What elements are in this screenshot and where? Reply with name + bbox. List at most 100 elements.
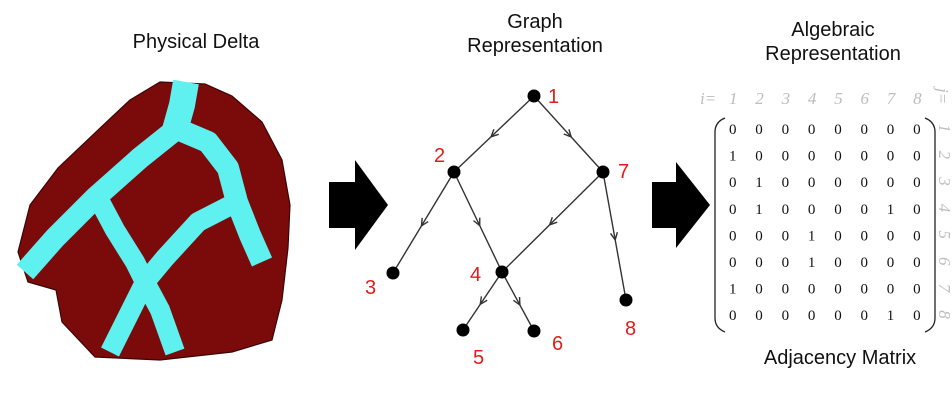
channel-right-branch bbox=[170, 117, 273, 267]
column-index: 2 bbox=[755, 89, 764, 108]
matrix-cell: 0 bbox=[861, 175, 869, 191]
matrix-cell: 1 bbox=[808, 255, 816, 271]
matrix-cell: 0 bbox=[861, 149, 869, 165]
matrix-cell: 0 bbox=[861, 308, 869, 324]
matrix-cell: 0 bbox=[861, 282, 869, 298]
matrix-cell: 0 bbox=[808, 202, 816, 218]
matrix-cell: 0 bbox=[729, 228, 737, 244]
node-label-1: 1 bbox=[548, 86, 559, 108]
matrix-cell: 0 bbox=[834, 202, 842, 218]
matrix-cell: 0 bbox=[913, 255, 921, 271]
graph-edge-arrowhead bbox=[489, 129, 499, 138]
matrix-cell: 0 bbox=[729, 122, 737, 138]
graph-node-5 bbox=[456, 323, 470, 337]
matrix-cell: 0 bbox=[887, 255, 895, 271]
column-index: 1 bbox=[729, 89, 738, 108]
matrix-cell: 1 bbox=[808, 228, 816, 244]
matrix-cell: 0 bbox=[887, 282, 895, 298]
node-label-5: 5 bbox=[473, 347, 484, 369]
graph-edge-7-4 bbox=[501, 171, 604, 273]
graph-edge-4-6 bbox=[501, 271, 535, 332]
graph-edge-arrowhead bbox=[609, 232, 619, 242]
row-index: 7 bbox=[935, 284, 952, 294]
matrix-cell: 0 bbox=[782, 202, 790, 218]
graph-edge-2-4 bbox=[453, 171, 503, 273]
graph-edge-4-5 bbox=[462, 271, 503, 331]
matrix-cell: 0 bbox=[808, 282, 816, 298]
matrix-cell: 0 bbox=[782, 228, 790, 244]
graph-edge-arrowhead bbox=[420, 217, 429, 228]
column-index-prefix: i= bbox=[700, 89, 716, 108]
matrix-cell: 0 bbox=[755, 255, 763, 271]
row-index: 4 bbox=[935, 204, 952, 213]
matrix-cell: 0 bbox=[808, 149, 816, 165]
algebraic-title-line1: Algebraic bbox=[791, 19, 875, 41]
matrix-cell: 0 bbox=[887, 228, 895, 244]
graph-edges bbox=[392, 95, 627, 332]
matrix-cell: 0 bbox=[729, 255, 737, 271]
matrix-cell: 0 bbox=[729, 308, 737, 324]
matrix-brackets bbox=[714, 117, 936, 333]
matrix-cell: 0 bbox=[913, 149, 921, 165]
graph-node-1 bbox=[527, 89, 541, 103]
matrix-cell: 0 bbox=[729, 202, 737, 218]
matrix-cell: 1 bbox=[729, 149, 737, 165]
row-index: 6 bbox=[935, 257, 952, 266]
matrix-cell: 0 bbox=[913, 228, 921, 244]
channel-main-stem bbox=[162, 79, 199, 134]
channel-upper-cross bbox=[137, 193, 242, 289]
matrix-cell: 0 bbox=[887, 149, 895, 165]
matrix-cell: 0 bbox=[913, 202, 921, 218]
matrix-cell: 1 bbox=[755, 202, 763, 218]
graph-edge-arrowhead bbox=[513, 296, 521, 307]
algebraic-title-line2: Representation bbox=[765, 43, 901, 65]
matrix-cell: 1 bbox=[755, 175, 763, 191]
matrix-cell: 0 bbox=[887, 122, 895, 138]
column-index: 3 bbox=[781, 89, 791, 108]
node-label-6: 6 bbox=[552, 333, 563, 355]
matrix-cells: 0 0 0 0 0 0 0 0 1 0 0 0 0 0 0 0 0 1 0 0 0 0 0 0 0 1 0 0 0 0 1 0 0 0 0 1 0 0 0 0… bbox=[729, 122, 921, 324]
matrix-cell: 0 bbox=[834, 282, 842, 298]
left-bracket bbox=[714, 117, 726, 333]
matrix-cell: 0 bbox=[782, 308, 790, 324]
matrix-cell: 1 bbox=[887, 202, 895, 218]
graph-edge-1-7 bbox=[533, 95, 604, 173]
matrix-cell: 1 bbox=[887, 308, 895, 324]
matrix-cell: 0 bbox=[913, 122, 921, 138]
matrix-cell: 0 bbox=[834, 255, 842, 271]
matrix-cell: 0 bbox=[887, 175, 895, 191]
matrix-cell: 0 bbox=[861, 202, 869, 218]
column-index-header: i= bbox=[700, 89, 716, 108]
graph-nodes bbox=[386, 89, 633, 338]
graph-node-7 bbox=[596, 165, 610, 179]
matrix-cell: 0 bbox=[782, 149, 790, 165]
graph-edge-7-8 bbox=[602, 171, 627, 301]
adjacency-matrix-caption: Adjacency Matrix bbox=[763, 347, 917, 369]
graph-title-line2: Representation bbox=[467, 35, 603, 57]
matrix-cell: 0 bbox=[755, 308, 763, 324]
graph-node-8 bbox=[619, 293, 633, 307]
matrix-cell: 0 bbox=[834, 175, 842, 191]
matrix-cell: 0 bbox=[782, 122, 790, 138]
matrix-cell: 0 bbox=[913, 308, 921, 324]
matrix-cell: 0 bbox=[808, 308, 816, 324]
graph-node-3 bbox=[386, 266, 400, 280]
matrix-cell: 0 bbox=[782, 282, 790, 298]
graph-representation-title: Graph Representation bbox=[430, 10, 640, 58]
matrix-cell: 0 bbox=[834, 228, 842, 244]
matrix-cell: 0 bbox=[861, 122, 869, 138]
matrix-cell: 0 bbox=[755, 228, 763, 244]
graph-edge-arrowhead bbox=[473, 217, 481, 228]
matrix-cell: 0 bbox=[755, 149, 763, 165]
column-index: 5 bbox=[834, 89, 843, 108]
row-index-header: j= bbox=[933, 86, 952, 104]
node-label-2: 2 bbox=[434, 145, 445, 167]
physical-delta-title: Physical Delta bbox=[132, 31, 260, 53]
matrix-cell: 0 bbox=[782, 175, 790, 191]
node-label-4: 4 bbox=[470, 264, 481, 286]
column-index: 4 bbox=[808, 89, 817, 108]
